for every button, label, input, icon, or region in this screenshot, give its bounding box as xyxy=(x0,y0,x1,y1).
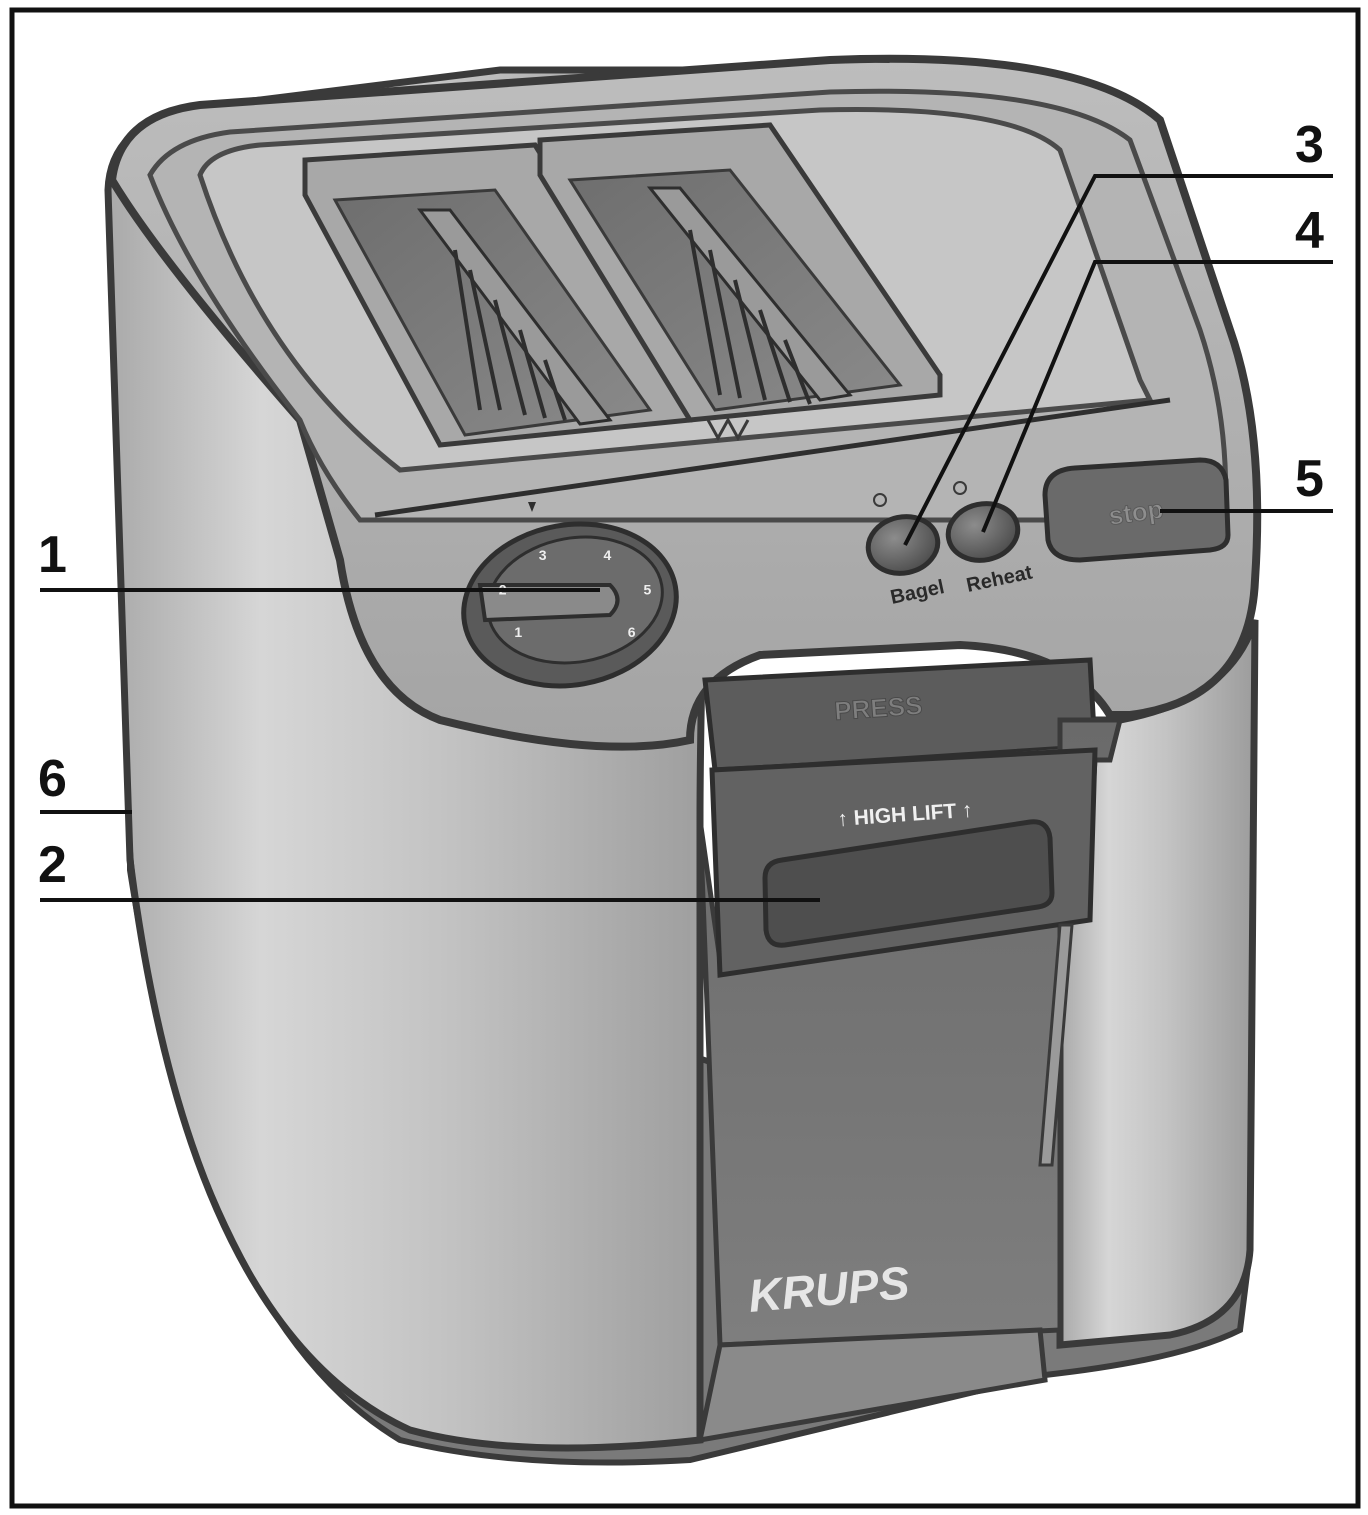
front-groove xyxy=(1038,923,1074,1167)
dial-mark: 6 xyxy=(628,624,636,640)
callout-number-1: 1 xyxy=(38,526,67,584)
bagel-indicator-light xyxy=(873,493,887,507)
browning-control-dial[interactable] xyxy=(451,502,690,702)
dial-knob[interactable] xyxy=(477,583,620,623)
dial-mark: 4 xyxy=(604,547,612,563)
reheat-indicator-light xyxy=(953,481,967,495)
front-bottom-notch xyxy=(696,1327,1048,1444)
stop-button[interactable] xyxy=(1042,457,1231,563)
callout-number-6: 6 xyxy=(38,750,67,808)
dial-mark: 1 xyxy=(514,624,522,640)
right-bread-slot xyxy=(537,122,943,423)
high-lift-grip[interactable] xyxy=(762,819,1055,948)
dial-mark: 3 xyxy=(539,547,547,563)
callout-number-2: 2 xyxy=(38,836,67,894)
dial-mark: 5 xyxy=(644,582,652,598)
callout-line-4 xyxy=(981,260,1333,533)
callout-number-4: 4 xyxy=(1295,202,1324,260)
callout-number-5: 5 xyxy=(1295,450,1324,508)
slot-logo-mark xyxy=(706,416,750,442)
callout-line-3 xyxy=(903,174,1333,546)
control-panel-seam xyxy=(374,397,1171,518)
high-lift-lever[interactable] xyxy=(709,747,1098,978)
callout-number-3: 3 xyxy=(1295,116,1324,174)
callout-lines xyxy=(40,174,1333,902)
crumb-tray[interactable] xyxy=(128,839,262,1292)
bagel-button[interactable] xyxy=(863,493,943,580)
press-label: PRESS xyxy=(833,690,923,726)
